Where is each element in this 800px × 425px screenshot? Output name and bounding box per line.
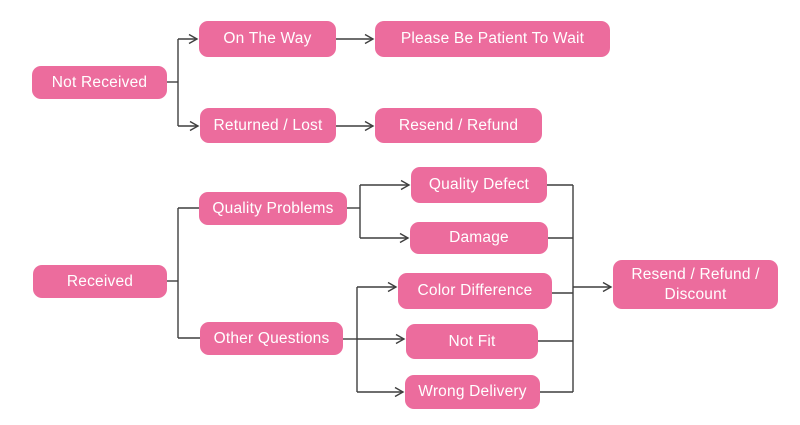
arrowhead-icon [364,33,375,45]
arrowhead-icon [387,281,398,293]
node-not-fit: Not Fit [406,324,538,359]
node-on-the-way: On The Way [199,21,336,57]
node-damage: Damage [410,222,548,254]
arrowhead-icon [394,386,405,398]
node-resend-refund-discount: Resend / Refund / Discount [613,260,778,309]
node-not-received: Not Received [32,66,167,99]
arrowhead-icon [602,281,613,293]
node-other-questions: Other Questions [200,322,343,355]
node-quality-problems: Quality Problems [199,192,347,225]
node-color-difference: Color Difference [398,273,552,309]
arrowhead-icon [400,179,411,191]
arrowhead-icon [399,232,410,244]
node-resend-refund: Resend / Refund [375,108,542,143]
node-returned-lost: Returned / Lost [200,108,336,143]
node-wrong-delivery: Wrong Delivery [405,375,540,409]
node-quality-defect: Quality Defect [411,167,547,203]
arrowhead-icon [395,333,406,345]
arrowhead-icon [189,120,200,132]
arrowhead-icon [364,120,375,132]
node-please-be-patient: Please Be Patient To Wait [375,21,610,57]
node-received: Received [33,265,167,298]
arrowhead-icon [188,33,199,45]
